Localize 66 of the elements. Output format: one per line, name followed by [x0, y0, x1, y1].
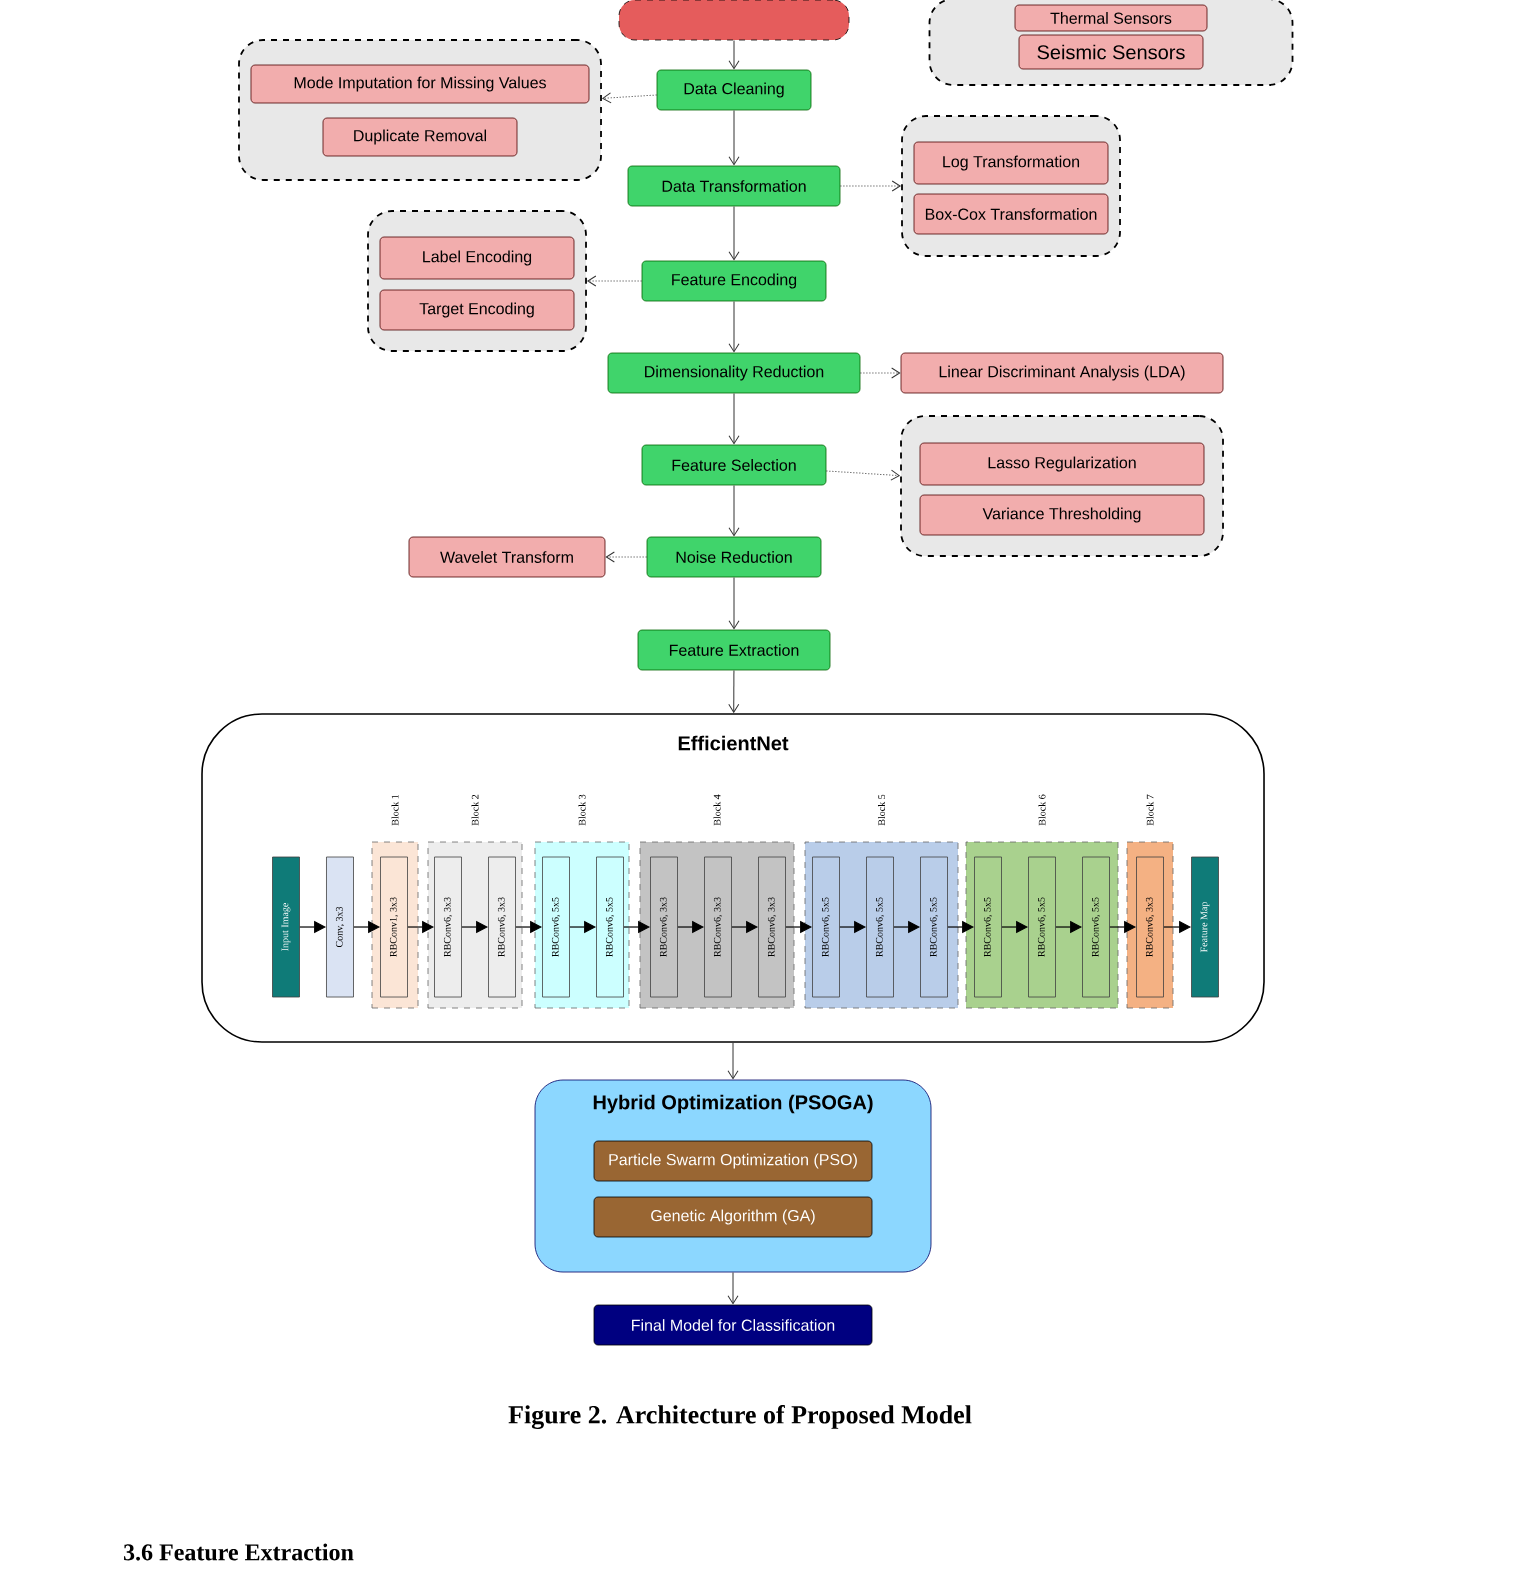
method-box: Variance Thresholding — [919, 494, 1205, 536]
process-box: Feature Selection — [641, 444, 827, 486]
sensor-box: Seismic Sensors — [1018, 34, 1204, 70]
output-box: Final Model for Classification — [593, 1304, 873, 1346]
arrow — [859, 367, 901, 379]
algorithm-box: Genetic Algorithm (GA) — [593, 1196, 873, 1238]
method-box: Wavelet Transform — [408, 536, 606, 578]
algorithm-box: Particle Swarm Optimization (PSO) — [593, 1140, 873, 1182]
layer-box: RBConv6, 3x3 — [758, 856, 786, 998]
method-box: Linear Discriminant Analysis (LDA) — [900, 352, 1224, 394]
source-box — [618, 0, 850, 41]
arrow — [728, 205, 740, 261]
layer-box: RBConv6, 3x3 — [1136, 856, 1164, 998]
caption: Figure 2. Architecture of Proposed Model — [508, 1405, 972, 1430]
layer-box: Input Image — [272, 856, 300, 998]
layer-box: RBConv6, 3x3 — [488, 856, 516, 998]
method-box: Box-Cox Transformation — [913, 193, 1109, 235]
layer-box: RBConv6, 5x5 — [596, 856, 624, 998]
layer-box: Conv, 3x3 — [326, 856, 354, 998]
method-box: Target Encoding — [379, 289, 575, 331]
process-box: Noise Reduction — [646, 536, 822, 578]
layer-box: RBConv6, 5x5 — [1082, 856, 1110, 998]
method-box: Label Encoding — [379, 236, 575, 280]
layer-box: RBConv6, 3x3 — [704, 856, 732, 998]
arrow — [605, 551, 648, 563]
arrow — [728, 484, 740, 537]
layer-box: RBConv6, 5x5 — [920, 856, 948, 998]
arrow — [728, 109, 740, 166]
layer-box: RBConv6, 5x5 — [866, 856, 894, 998]
method-box: Log Transformation — [913, 141, 1109, 185]
process-box: Feature Extraction — [637, 629, 831, 671]
process-box: Data Transformation — [627, 165, 841, 207]
node-label: Block 2 — [471, 794, 479, 826]
arrow — [839, 180, 901, 192]
node-label: Block 1 — [391, 794, 399, 826]
method-box: Mode Imputation for Missing Values — [250, 64, 590, 104]
layer-box: RBConv6, 5x5 — [1028, 856, 1056, 998]
arrow — [728, 39, 740, 70]
layer-box: RBConv6, 5x5 — [812, 856, 840, 998]
layer-box: RBConv6, 3x3 — [650, 856, 678, 998]
layer-box: Feature Map — [1191, 856, 1219, 998]
layer-box: RBConv6, 5x5 — [542, 856, 570, 998]
process-box: Feature Encoding — [641, 260, 827, 302]
arrow — [825, 469, 900, 481]
arrow — [727, 1271, 739, 1305]
method-box: Duplicate Removal — [322, 117, 518, 157]
method-box: Lasso Regularization — [919, 442, 1205, 486]
method-box: Thermal Sensors — [1014, 4, 1208, 32]
arrow — [728, 576, 740, 630]
layer-box: RBConv1, 3x3 — [380, 856, 408, 998]
node-label: Block 5 — [878, 794, 886, 826]
section-heading: 3.6 Feature Extraction — [124, 1543, 354, 1561]
arrow — [728, 669, 740, 713]
process-box: Dimensionality Reduction — [607, 352, 861, 394]
node-label: Block 4 — [713, 794, 721, 826]
layer-box: RBConv6, 5x5 — [974, 856, 1002, 998]
layer-box: RBConv6, 3x3 — [434, 856, 462, 998]
node-label: Block 7 — [1146, 794, 1154, 826]
arrow — [728, 392, 740, 445]
node-label: Block 3 — [578, 794, 586, 826]
arrow — [728, 300, 740, 353]
node-label: Block 6 — [1038, 794, 1046, 826]
arrow — [587, 275, 643, 287]
arrow — [727, 1042, 739, 1080]
process-box: Data Cleaning — [656, 69, 812, 111]
arrow — [602, 92, 658, 104]
